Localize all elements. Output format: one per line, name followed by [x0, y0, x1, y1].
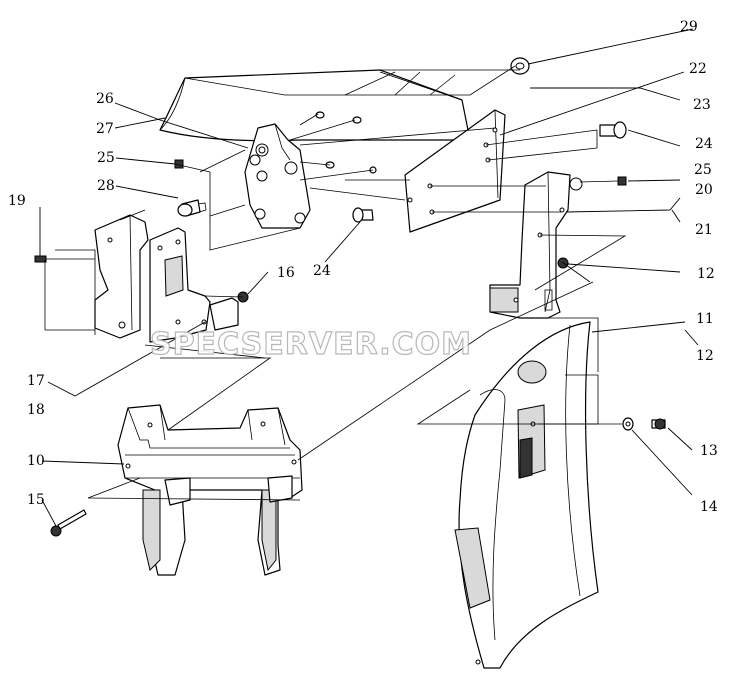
callout-23: 23	[693, 97, 711, 113]
callout-25-left: 25	[97, 150, 115, 166]
callout-labels: 29 22 23 24 25 20 21 12 11 12 13 14 26 2…	[8, 19, 718, 515]
callout-10: 10	[27, 453, 45, 469]
callout-16: 16	[277, 265, 295, 281]
callout-11: 11	[696, 311, 714, 327]
bolt-15	[50, 509, 87, 537]
callout-17: 17	[27, 373, 45, 389]
callout-24-right: 24	[695, 136, 713, 152]
nut-25-right	[617, 176, 627, 186]
callout-21: 21	[695, 222, 713, 238]
callout-29: 29	[680, 19, 698, 35]
leader-lines	[39, 28, 699, 527]
callout-15: 15	[27, 492, 45, 508]
callout-18: 18	[27, 402, 45, 418]
callout-12-lower: 12	[696, 348, 714, 364]
bolt-19	[34, 255, 47, 263]
part-17-bracket	[94, 214, 149, 339]
bolt-28	[177, 199, 207, 217]
part-27-panel	[159, 69, 471, 142]
part-20-arm	[489, 171, 583, 319]
callout-14: 14	[700, 499, 718, 515]
part-18-plate	[149, 227, 239, 343]
callout-25-right: 25	[694, 162, 712, 178]
alignment-lines	[44, 65, 627, 501]
callout-13: 13	[700, 443, 718, 459]
part-26-bracket	[244, 123, 311, 229]
callout-19: 19	[8, 193, 26, 209]
callout-20: 20	[695, 182, 713, 198]
bolt-24-left	[352, 207, 374, 223]
callout-26: 26	[96, 91, 114, 107]
bolt-24-right	[599, 121, 627, 139]
part-11-mudguard	[454, 321, 599, 669]
watermark-text: SPECSERVER.COM	[150, 327, 472, 362]
nut-29	[510, 57, 530, 75]
callout-22: 22	[689, 61, 707, 77]
callout-27: 27	[96, 121, 114, 137]
part-10-frame	[117, 404, 303, 576]
washer-14	[622, 417, 634, 431]
callout-12-upper: 12	[697, 266, 715, 282]
callout-28: 28	[97, 178, 115, 194]
callout-24-left: 24	[313, 263, 331, 279]
bolt-13	[651, 418, 666, 430]
